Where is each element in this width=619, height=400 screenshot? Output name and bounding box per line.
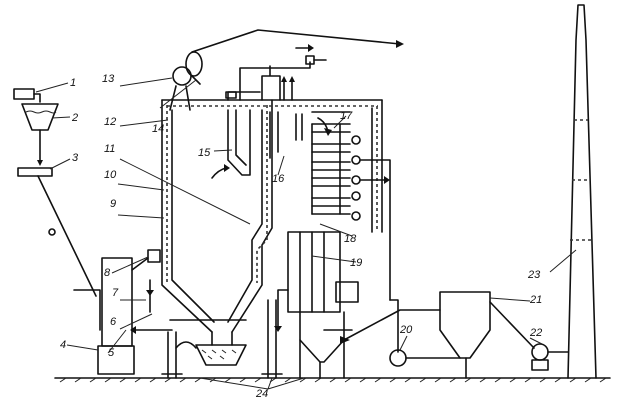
exhauster xyxy=(531,343,549,361)
convective-shaft xyxy=(311,99,391,301)
label-14: 14 xyxy=(152,123,164,135)
label-17: 17 xyxy=(340,110,353,122)
label-6: 6 xyxy=(110,316,117,328)
superheater-tube xyxy=(269,111,303,159)
label-22: 22 xyxy=(529,327,542,339)
burner xyxy=(147,249,161,263)
label-15: 15 xyxy=(198,147,211,159)
label-24: 24 xyxy=(255,388,268,400)
steam-drum xyxy=(172,66,192,86)
feeder-chute xyxy=(33,93,41,103)
label-5: 5 xyxy=(108,347,115,359)
label-7: 7 xyxy=(112,287,119,299)
ash-hopper xyxy=(299,311,345,363)
label-20: 20 xyxy=(399,324,413,336)
ground-line xyxy=(54,377,611,383)
coal-feeder xyxy=(13,88,35,100)
label-8: 8 xyxy=(104,267,111,279)
furnace xyxy=(161,99,383,366)
chimney xyxy=(567,4,597,379)
label-19: 19 xyxy=(350,257,362,269)
support-columns xyxy=(167,299,345,379)
platen-screen xyxy=(227,109,251,176)
label-10: 10 xyxy=(104,169,117,181)
coal-bunker xyxy=(21,103,59,131)
weigh-feeder xyxy=(17,167,53,177)
coal-pipe xyxy=(37,175,97,297)
precipitator xyxy=(439,291,535,379)
label-1: 1 xyxy=(70,77,76,89)
label-13: 13 xyxy=(102,73,115,85)
label-9: 9 xyxy=(110,198,116,210)
drum-separator xyxy=(185,51,203,77)
air-heater xyxy=(274,231,359,332)
label-23: 23 xyxy=(527,269,541,281)
label-4: 4 xyxy=(60,339,66,351)
mill-base xyxy=(97,345,135,375)
label-18: 18 xyxy=(344,233,357,245)
valve-symbol xyxy=(48,228,56,236)
label-3: 3 xyxy=(72,152,79,164)
slag-bath xyxy=(195,344,247,366)
label-11: 11 xyxy=(104,143,115,155)
label-16: 16 xyxy=(272,173,285,185)
label-2: 2 xyxy=(71,112,78,124)
label-12: 12 xyxy=(104,116,116,128)
label-21: 21 xyxy=(529,294,542,306)
